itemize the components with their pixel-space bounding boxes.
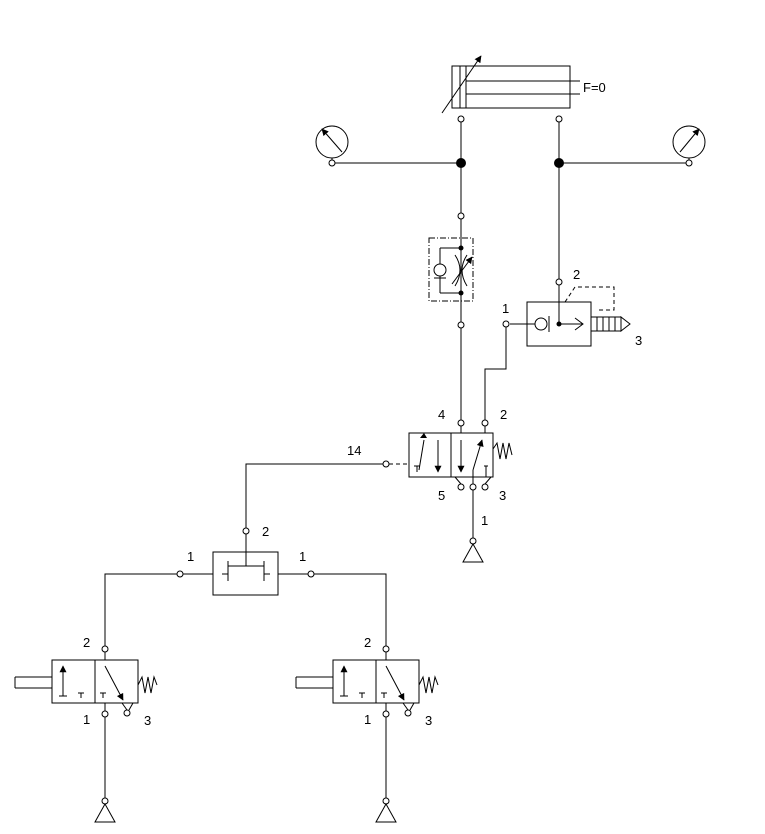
main-valve-port-2-label: 2 (500, 407, 507, 422)
line-to-right-pushbutton (314, 573, 387, 646)
double-acting-cylinder: F=0 (441, 55, 606, 123)
and-valve-port-1-right-label: 1 (299, 549, 306, 564)
main-valve-port-1-label: 1 (481, 513, 488, 528)
left-pb-port-2-label: 2 (83, 635, 90, 650)
main-valve-port-14-label: 14 (347, 443, 361, 458)
lines-to-main-valve (457, 327, 507, 427)
cylinder-lines (335, 122, 686, 279)
main-valve-port-5-label: 5 (438, 488, 445, 503)
right-pb-port-3-label: 3 (425, 713, 432, 728)
qev-port-2-label: 2 (573, 267, 580, 282)
qev-port-1-label: 1 (502, 301, 509, 316)
quick-exhaust-valve: 1 2 3 (502, 267, 642, 348)
left-pb-port-3-label: 3 (144, 713, 151, 728)
main-5-2-directional-valve: 4 2 14 5 3 1 (347, 407, 513, 563)
pilot-line-14 (245, 463, 383, 528)
right-pb-port-2-label: 2 (364, 635, 371, 650)
right-pushbutton-3-2-valve: 2 1 3 (295, 635, 439, 823)
and-valve-port-2-label: 2 (262, 524, 269, 539)
cylinder-force-label: F=0 (583, 80, 606, 95)
one-way-flow-control-valve (428, 219, 474, 329)
left-pb-port-1-label: 1 (83, 712, 90, 727)
qev-port-3-label: 3 (635, 333, 642, 348)
main-valve-port-3-label: 3 (499, 488, 506, 503)
line-to-left-pushbutton (104, 573, 177, 646)
left-pushbutton-3-2-valve: 2 1 3 (14, 635, 158, 823)
and-valve-port-1-left-label: 1 (187, 549, 194, 564)
pressure-gauge-right (672, 125, 706, 167)
pressure-gauge-left (315, 125, 349, 167)
main-valve-port-4-label: 4 (438, 407, 445, 422)
two-pressure-and-valve: 2 1 1 (176, 524, 315, 596)
right-pb-port-1-label: 1 (364, 712, 371, 727)
